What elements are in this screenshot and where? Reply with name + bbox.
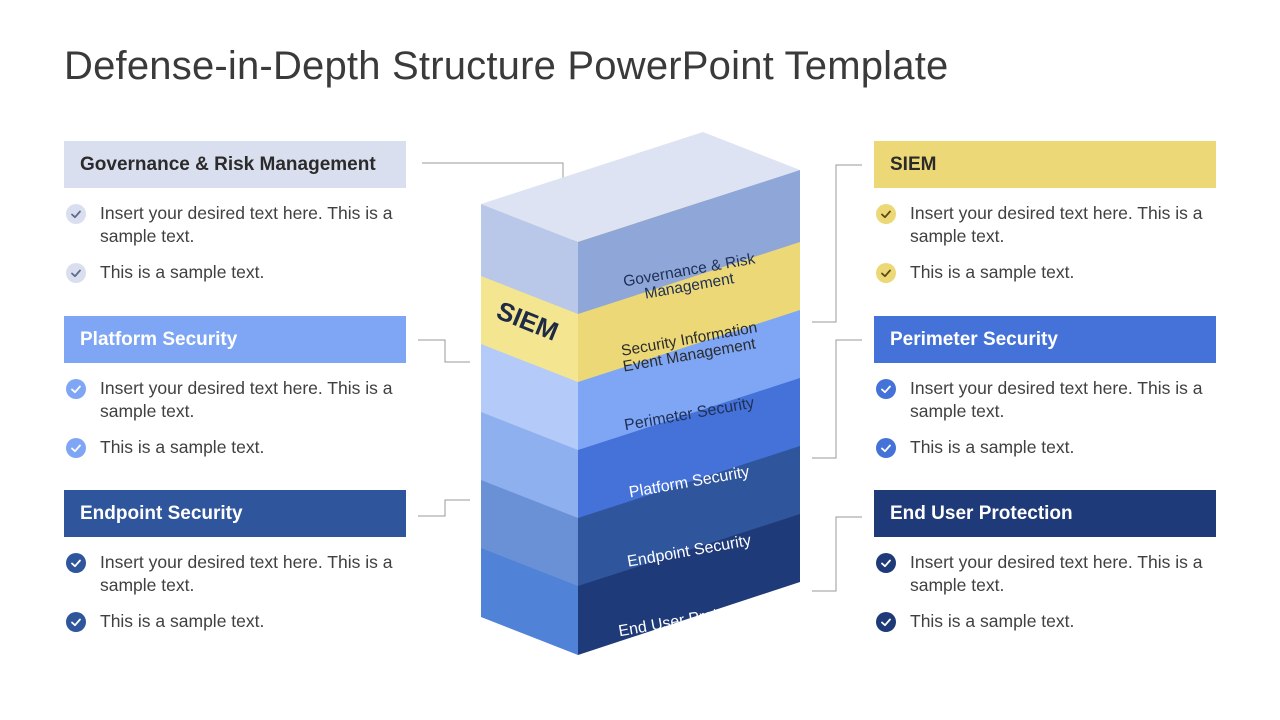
layer-endpoint: Endpoint Security — [481, 406, 800, 586]
connector-governance — [422, 162, 564, 211]
check-icon — [876, 438, 896, 458]
panel-header: Platform Security — [64, 316, 406, 363]
layer-label-siem-line2: Event Management — [622, 335, 758, 375]
connector-endpoint — [418, 499, 470, 517]
check-icon — [66, 612, 86, 632]
layer-siem: SIEM Security Information Event Manageme… — [481, 198, 800, 382]
list-item: Insert your desired text here. This is a… — [64, 202, 410, 248]
check-icon — [66, 379, 86, 399]
connector-perimeter — [812, 339, 862, 459]
item-text: This is a sample text. — [100, 262, 265, 282]
layer-platform: Platform Security — [481, 336, 800, 518]
list-item: This is a sample text. — [874, 261, 1220, 284]
panel-perimeter: Perimeter Security Insert your desired t… — [874, 316, 1216, 459]
list-item: This is a sample text. — [64, 261, 410, 284]
check-icon — [66, 438, 86, 458]
check-icon — [876, 204, 896, 224]
panel-enduser: End User Protection Insert your desired … — [874, 490, 1216, 633]
check-icon — [876, 612, 896, 632]
layer-governance: Governance & Risk Management — [481, 132, 800, 314]
list-item: This is a sample text. — [874, 610, 1220, 633]
panel-header: Perimeter Security — [874, 316, 1216, 363]
panel-header: Governance & Risk Management — [64, 141, 406, 188]
layer-label-siem-line1: Security Information — [620, 319, 759, 360]
check-icon — [876, 263, 896, 283]
item-text: This is a sample text. — [910, 437, 1075, 457]
layer-label-platform: Platform Security — [628, 464, 751, 502]
layer-label-governance-line1: Governance & Risk — [622, 250, 757, 290]
list-item: This is a sample text. — [874, 436, 1220, 459]
list-item: Insert your desired text here. This is a… — [64, 377, 410, 423]
item-text: Insert your desired text here. This is a… — [910, 378, 1203, 421]
panel-platform: Platform Security Insert your desired te… — [64, 316, 406, 459]
item-text: This is a sample text. — [910, 611, 1075, 631]
panel-header: End User Protection — [874, 490, 1216, 537]
check-icon — [66, 263, 86, 283]
panel-header: Endpoint Security — [64, 490, 406, 537]
check-icon — [876, 553, 896, 573]
item-text: Insert your desired text here. This is a… — [100, 203, 393, 246]
check-icon — [876, 379, 896, 399]
list-item: Insert your desired text here. This is a… — [64, 551, 410, 597]
panel-header: SIEM — [874, 141, 1216, 188]
connector-lines — [418, 162, 862, 592]
layer-label-enduser: End User Protection — [617, 599, 761, 641]
item-text: Insert your desired text here. This is a… — [100, 552, 393, 595]
list-item: This is a sample text. — [64, 610, 410, 633]
panel-siem: SIEM Insert your desired text here. This… — [874, 141, 1216, 284]
page-title: Defense-in-Depth Structure PowerPoint Te… — [64, 44, 949, 88]
check-icon — [66, 553, 86, 573]
panel-endpoint: Endpoint Security Insert your desired te… — [64, 490, 406, 633]
item-text: Insert your desired text here. This is a… — [100, 378, 393, 421]
connector-enduser — [812, 516, 862, 592]
connector-siem — [812, 164, 862, 323]
layer-top-label-siem: SIEM — [493, 295, 563, 347]
layer-label-endpoint: Endpoint Security — [626, 532, 752, 571]
layer-label-perimeter: Perimeter Security — [623, 395, 756, 435]
item-text: This is a sample text. — [100, 437, 265, 457]
connector-platform — [418, 339, 470, 363]
list-item: This is a sample text. — [64, 436, 410, 459]
check-icon — [66, 204, 86, 224]
layer-perimeter: Perimeter Security — [481, 268, 800, 450]
item-text: This is a sample text. — [100, 611, 265, 631]
item-text: This is a sample text. — [910, 262, 1075, 282]
layer-enduser: End User Protection — [481, 474, 800, 655]
layer-label-governance-line2: Management — [643, 270, 736, 303]
list-item: Insert your desired text here. This is a… — [874, 202, 1220, 248]
panel-governance: Governance & Risk Management Insert your… — [64, 141, 406, 284]
list-item: Insert your desired text here. This is a… — [874, 377, 1220, 423]
item-text: Insert your desired text here. This is a… — [910, 203, 1203, 246]
list-item: Insert your desired text here. This is a… — [874, 551, 1220, 597]
item-text: Insert your desired text here. This is a… — [910, 552, 1203, 595]
